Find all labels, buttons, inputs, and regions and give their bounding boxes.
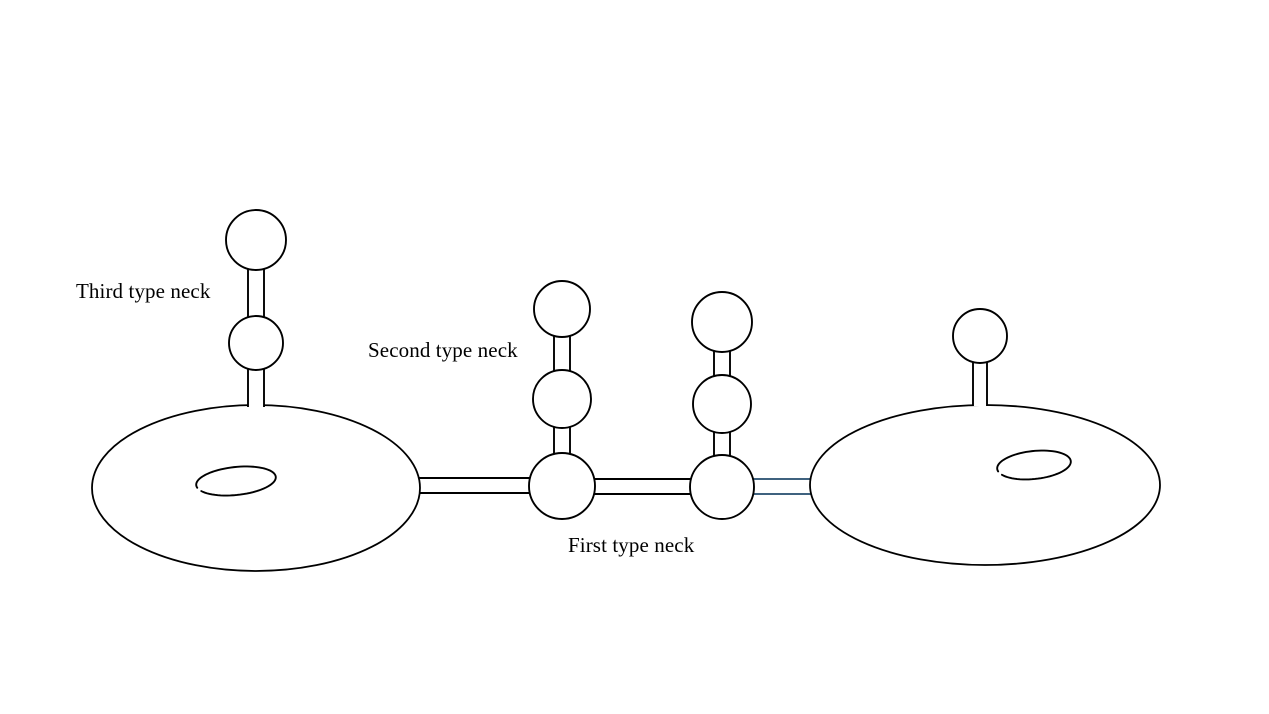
labels-group: Third type neck Second type neck First t… bbox=[76, 279, 695, 557]
left-torus-hole bbox=[195, 465, 277, 497]
second-junction-to-right-torus bbox=[753, 478, 818, 495]
second-type-neck-stalk-fill-0 bbox=[554, 335, 570, 372]
right-torus-hole bbox=[996, 449, 1072, 481]
middle-junction-neck bbox=[689, 291, 755, 520]
third-type-neck bbox=[225, 209, 287, 407]
right-single-neck-stalk-fill-0 bbox=[973, 361, 987, 406]
middle-junction-neck-bead-2 bbox=[689, 454, 755, 520]
first-junction-to-second-junction-fill bbox=[594, 479, 691, 494]
third-type-neck-bead-0 bbox=[225, 209, 287, 271]
middle-junction-neck-stalk-fill-1 bbox=[714, 431, 730, 457]
label-third-type-neck: Third type neck bbox=[76, 279, 211, 303]
second-type-neck-bead-1 bbox=[532, 369, 592, 429]
surfaces-group bbox=[91, 404, 1161, 572]
left-torus-to-first-junction-fill bbox=[418, 478, 531, 493]
second-type-neck bbox=[528, 280, 596, 520]
second-type-neck-bead-2 bbox=[528, 452, 596, 520]
label-second-type-neck: Second type neck bbox=[368, 338, 518, 362]
right-single-neck-bead-0 bbox=[952, 308, 1008, 364]
right-torus bbox=[809, 404, 1161, 566]
second-type-neck-stalk-fill-1 bbox=[554, 426, 570, 455]
middle-junction-neck-bead-1 bbox=[692, 374, 752, 434]
necks-group bbox=[225, 209, 1008, 520]
right-single-neck bbox=[952, 308, 1008, 406]
label-first-type-neck: First type neck bbox=[568, 533, 695, 557]
right-torus-body bbox=[809, 404, 1161, 566]
left-torus bbox=[91, 404, 421, 572]
third-type-neck-bead-1 bbox=[228, 315, 284, 371]
middle-junction-neck-bead-0 bbox=[691, 291, 753, 353]
connectors-group bbox=[418, 477, 818, 495]
second-junction-to-right-torus-fill bbox=[753, 479, 818, 494]
middle-junction-neck-stalk-fill-0 bbox=[714, 350, 730, 377]
second-type-neck-bead-0 bbox=[533, 280, 591, 338]
first-junction-to-second-junction bbox=[594, 478, 691, 495]
left-torus-to-first-junction bbox=[418, 477, 531, 494]
third-type-neck-stalk-fill-0 bbox=[248, 268, 264, 318]
third-type-neck-stalk-fill-1 bbox=[248, 368, 264, 407]
